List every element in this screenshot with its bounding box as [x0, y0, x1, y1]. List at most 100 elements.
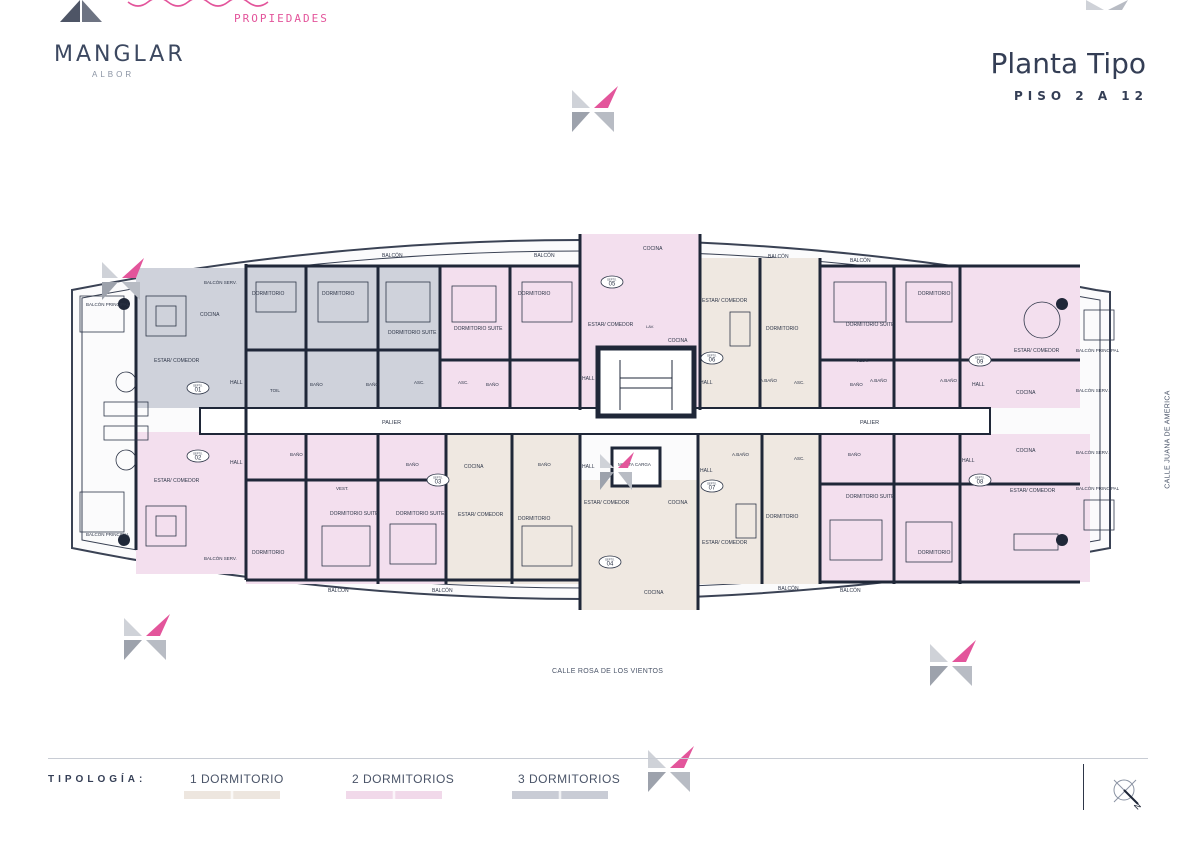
north-divider	[1083, 764, 1084, 810]
corridor-label: PALIER	[382, 420, 401, 426]
unit-badge-02: DEPTO.02	[186, 449, 210, 463]
room-label: HALL	[230, 380, 243, 386]
project-tag: ALBOR	[92, 70, 135, 79]
room-label: BAÑO	[290, 451, 303, 457]
watermark-icon	[930, 640, 976, 686]
room-label: COCINA	[643, 246, 663, 252]
unit-badge-label: DEPTO.	[193, 452, 203, 456]
room-label: DORMITORIO	[322, 291, 355, 297]
room-label: BAÑO	[848, 451, 861, 457]
street-label-east: CALLE JUANA DE AMERICA	[1164, 390, 1172, 489]
watermark-icon	[648, 746, 694, 792]
unit-badge-label: DEPTO.	[605, 558, 615, 562]
room-label: DORMITORIO	[766, 514, 799, 520]
unit-badge-code: 02	[195, 456, 202, 462]
room-label: ASC.	[794, 456, 805, 461]
room-label: BALCÓN PRINCIPAL	[86, 301, 130, 307]
unit-badge-code: 07	[709, 486, 716, 492]
room-label: BALCÓN PRINCIPAL	[86, 531, 130, 537]
column	[1056, 534, 1068, 546]
room-label: ESTAR/ COMEDOR	[1010, 488, 1056, 494]
project-name: MANGLAR	[54, 42, 186, 67]
room-label: DORMITORIO	[518, 516, 551, 522]
room-label: VEST.	[856, 358, 869, 363]
legend-label: 1 DORMITORIO	[190, 772, 284, 786]
unit-badge-03: DEPTO.03	[426, 473, 450, 487]
legend-label: 2 DORMITORIOS	[352, 772, 455, 786]
unit-badge-label: DEPTO.	[975, 476, 985, 480]
room-label: A.BAÑO	[760, 377, 778, 383]
room-label: BALCÓN	[850, 257, 871, 264]
unit-badge-code: 04	[607, 562, 614, 568]
page-title: Planta Tipo	[990, 47, 1146, 80]
room-label: COCINA	[1016, 448, 1036, 454]
room-label: LAV.	[646, 324, 654, 329]
room-label: HALL	[700, 468, 713, 474]
unit-badge-label: DEPTO.	[193, 384, 203, 388]
unit-badge-code: 05	[609, 282, 616, 288]
unit-08-area	[820, 434, 1090, 582]
room-label: COCINA	[644, 590, 664, 596]
unit-badge-shape	[700, 479, 724, 493]
unit-badge-label: DEPTO.	[975, 356, 985, 360]
room-label: BALCÓN	[328, 587, 349, 594]
room-label: HALL	[582, 464, 595, 470]
corridor	[199, 407, 991, 435]
room-label: COCINA	[1016, 390, 1036, 396]
room-label: DORMITORIO	[252, 550, 285, 556]
watermark-icon	[600, 452, 634, 490]
unit-badge-shape	[968, 473, 992, 487]
room-label: DORMITORIO	[252, 291, 285, 297]
room-label: ASC.	[458, 380, 469, 385]
room-label: DORMITORIO	[918, 550, 951, 556]
room-label: COCINA	[668, 338, 688, 344]
legend-heading: TIPOLOGÍA:	[48, 774, 147, 785]
room-label: BAÑO	[538, 461, 551, 467]
unit-badges: DEPTO.01DEPTO.02DEPTO.03DEPTO.04DEPTO.05…	[186, 275, 992, 569]
room-label: BALCÓN	[768, 253, 789, 260]
walls	[134, 234, 1080, 610]
unit-03-area	[246, 434, 446, 584]
unit-badge-code: 01	[195, 388, 202, 394]
room-label: BALCÓN SERV.	[1076, 449, 1109, 455]
unit-badge-label: DEPTO.	[707, 482, 717, 486]
unit-badge-07: DEPTO.07	[700, 479, 724, 493]
column	[118, 298, 130, 310]
svg-text:N: N	[1132, 801, 1143, 812]
room-label: DORMITORIO	[518, 291, 551, 297]
unit-badge-code: 08	[977, 480, 984, 486]
unit-badge-label: DEPTO.	[433, 476, 443, 480]
unit-badge-09: DEPTO.09	[968, 353, 992, 367]
unit-badge-shape	[186, 381, 210, 395]
room-label: BALCÓN	[432, 587, 453, 594]
legend-label: 3 DORMITORIOS	[518, 772, 621, 786]
room-label: ESTAR/ COMEDOR	[702, 540, 748, 546]
room-label: ESTAR/ COMEDOR	[584, 500, 630, 506]
room-label: BALCÓN	[778, 585, 799, 592]
watermark-icon	[124, 614, 170, 660]
unit-07-area	[698, 434, 820, 584]
room-label: DORMITORIO SUITE	[388, 330, 437, 336]
room-label: HALL	[700, 380, 713, 386]
unit-badge-01: DEPTO.01	[186, 381, 210, 395]
street-label-south: CALLE ROSA DE LOS VIENTOS	[552, 668, 664, 675]
unit-badge-code: 09	[977, 360, 984, 366]
furniture	[79, 281, 1115, 567]
room-label: COCINA	[464, 464, 484, 470]
room-label: ASC.	[414, 380, 425, 385]
room-label: HALL	[582, 376, 595, 382]
agency-script-logo	[127, 0, 269, 7]
room-label: TOIL	[270, 388, 280, 393]
room-label: BALCÓN SERV.	[1076, 387, 1109, 393]
brand-logo-icon	[60, 0, 102, 22]
room-label: DORMITORIO SUITE	[330, 511, 379, 517]
legend-swatch	[346, 791, 442, 799]
room-label: MONTA CARGA	[618, 462, 651, 467]
room-label: DORMITORIO	[918, 291, 951, 297]
north-arrow-icon: N	[1113, 779, 1143, 812]
unit-04-area	[580, 480, 698, 610]
room-label: ESTAR/ COMEDOR	[588, 322, 634, 328]
room-label: VEST.	[336, 486, 349, 491]
room-label: ESTAR/ COMEDOR	[154, 358, 200, 364]
column	[1056, 298, 1068, 310]
